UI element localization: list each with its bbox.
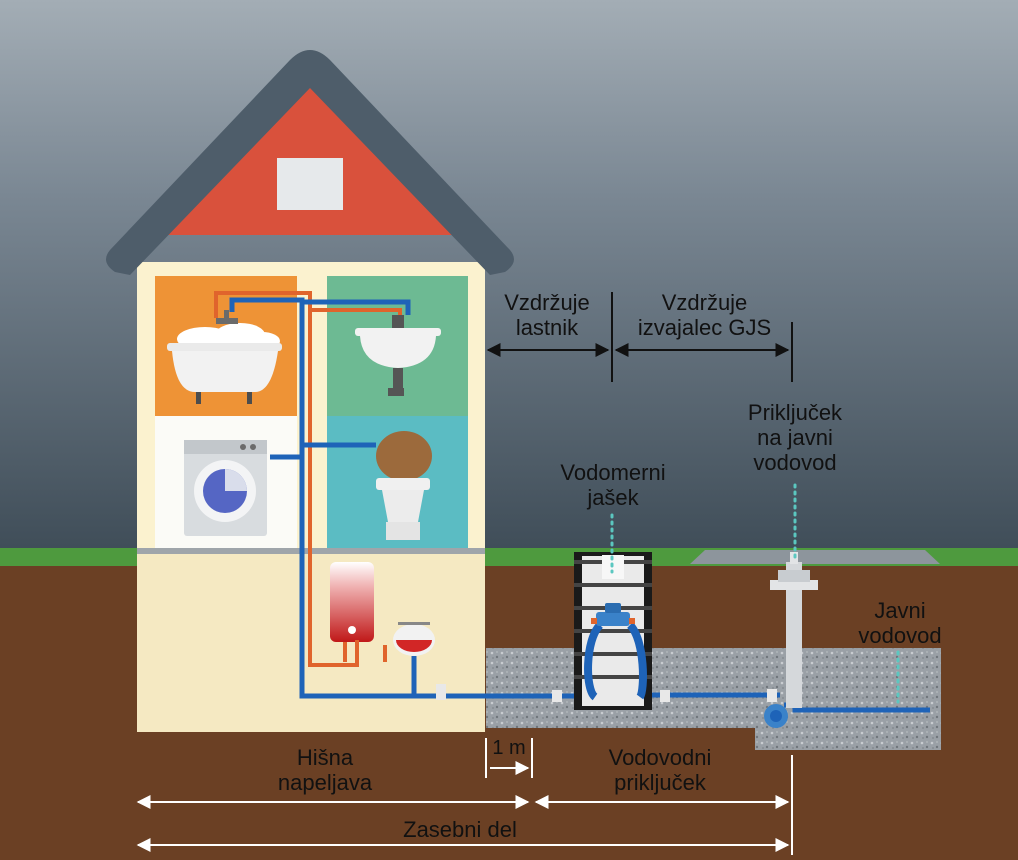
roof xyxy=(106,50,514,275)
private-part-label: Zasebni del xyxy=(403,817,517,842)
public-connection-line-1: Priključek xyxy=(747,400,843,425)
expansion-vessel-icon xyxy=(393,622,435,656)
owner-maintains-line-2: lastnik xyxy=(515,315,579,340)
road-surface xyxy=(690,550,940,564)
owner-maintains-label: Vzdržuje lastnik xyxy=(482,290,612,340)
public-main-line-1: Javni xyxy=(874,598,926,623)
service-valve-icon xyxy=(764,552,818,728)
one-meter-label: 1 m xyxy=(492,737,526,759)
house-installation-line-1: Hišna xyxy=(296,745,354,770)
house-installation-line-2: napeljava xyxy=(277,770,373,795)
house-installation-label: Hišna napeljava xyxy=(250,745,400,795)
meter-shaft-label: Vodomerni jašek xyxy=(538,460,688,510)
meter-shaft-line-1: Vodomerni xyxy=(560,460,666,485)
water-connection-label: Vodovodni priključek xyxy=(575,745,745,795)
water-connection-line-2: priključek xyxy=(614,770,706,795)
washing-machine-icon xyxy=(184,440,267,536)
water-connection-line-1: Vodovodni xyxy=(608,745,712,770)
meter-shaft-line-2: jašek xyxy=(587,485,639,510)
maintenance-dimensions xyxy=(486,292,793,382)
public-main-label: Javni vodovod xyxy=(830,598,970,648)
owner-maintains-line-1: Vzdržuje xyxy=(504,290,590,315)
sink-icon xyxy=(355,315,441,396)
public-connection-line-3: vodovod xyxy=(753,450,837,475)
water-heater-icon xyxy=(330,562,374,642)
operator-maintains-label: Vzdržuje izvajalec GJS xyxy=(612,290,797,340)
operator-maintains-line-2: izvajalec GJS xyxy=(637,315,772,340)
meter-shaft-icon xyxy=(574,552,652,710)
bathtub-icon xyxy=(167,310,282,404)
public-connection-label: Priključek na javni vodovod xyxy=(720,400,870,475)
gable xyxy=(165,78,455,235)
extent-dimensions xyxy=(136,738,793,855)
toilet-icon xyxy=(376,431,432,540)
pipe-fittings xyxy=(436,684,777,702)
operator-maintains-line-1: Vzdržuje xyxy=(661,290,748,315)
public-main-line-2: vodovod xyxy=(858,623,942,648)
public-connection-line-2: na javni xyxy=(757,425,833,450)
dotted-leaders xyxy=(610,483,900,704)
attic-window xyxy=(277,158,343,210)
hot-water-pipes xyxy=(214,291,402,667)
